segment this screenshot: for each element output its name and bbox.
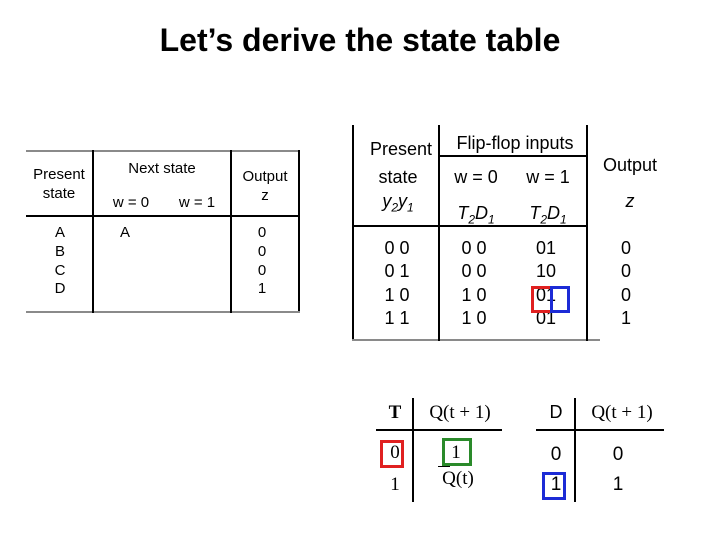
right-output-var: z <box>625 191 635 211</box>
right-w1-t-sub: 2 <box>540 212 547 227</box>
t-table-row2-t: 1 <box>390 474 400 495</box>
right-state-column: 0 0 0 1 1 0 1 1 <box>362 237 432 331</box>
left-state-c: C <box>54 261 66 279</box>
d-table-row2-q: 1 <box>612 474 624 495</box>
left-next-state-header: Next state <box>128 160 196 177</box>
d-table-row1-q: 0 <box>612 444 624 465</box>
right-table-header-line <box>354 225 586 227</box>
state-table-right: Present state y2y1 Flip-flop inputs w = … <box>352 125 672 345</box>
right-row-4-state: 1 1 <box>384 308 410 329</box>
d-table-row1-d: 0 <box>550 444 562 465</box>
right-table-left-line <box>352 125 354 341</box>
q-complement-bar <box>438 466 450 467</box>
d-table-col-line <box>574 398 576 502</box>
right-row-2-state: 0 1 <box>384 261 410 282</box>
left-table-right-line <box>298 150 300 313</box>
left-output-label: Output <box>242 168 288 185</box>
t-table-header-line <box>376 429 502 431</box>
right-w1-vars: T2D1 <box>512 203 584 227</box>
right-w0-vars: T2D1 <box>444 203 508 227</box>
left-state-d: D <box>54 280 66 298</box>
slide-title: Let’s derive the state table <box>159 22 561 58</box>
right-row-3-w0: 1 0 <box>461 284 487 305</box>
left-table-header-line <box>26 215 300 217</box>
d-table-col2-header: Q(t + 1) <box>591 402 653 423</box>
right-row-3-z: 0 <box>620 284 631 305</box>
highlight-blue-d1 <box>550 286 570 313</box>
d-flipflop-table: D Q(t + 1) 0 0 1 1 <box>536 398 664 502</box>
t-table-row2-q-text: Q(t) <box>442 468 474 489</box>
left-output-b: 0 <box>257 242 267 260</box>
right-w0-d: D <box>475 203 488 223</box>
highlight-blue-d-row <box>542 472 566 500</box>
left-state-b: B <box>54 242 65 260</box>
t-flipflop-table: T Q(t + 1) 0 1 1 Q(t) <box>376 398 502 502</box>
right-y2: y <box>382 191 392 211</box>
right-row-4-w1: 01 <box>535 308 557 329</box>
left-w1-header: w = 1 <box>178 194 216 211</box>
right-row-3-state: 1 0 <box>384 284 410 305</box>
d-table-header-line <box>536 429 664 431</box>
left-table-sep-2 <box>230 150 232 313</box>
left-output-var: z <box>261 186 269 204</box>
right-row-4-w0: 1 0 <box>461 308 487 329</box>
left-state-column: A B C D <box>40 224 80 299</box>
right-row-1-w0: 0 0 <box>461 238 487 258</box>
right-row-1-z: 0 <box>620 238 631 258</box>
t-table-col-line <box>412 398 414 502</box>
left-next-w0-a: A <box>119 224 130 241</box>
t-table-row1-q: 1 <box>451 442 461 463</box>
t-table-row1-t: 0 <box>390 442 400 463</box>
left-output-column: 0 0 0 1 <box>242 224 282 299</box>
left-next-w0-column: A <box>100 224 150 243</box>
right-w0-t: T <box>457 203 469 223</box>
right-y2-sub: 2 <box>391 200 398 215</box>
right-row-2-w1: 10 <box>535 261 557 282</box>
highlight-red-t-row <box>380 440 404 468</box>
left-output-header: Output z <box>232 168 298 206</box>
right-table-bottom-line <box>352 339 600 341</box>
t-table-col1-header: T <box>388 402 402 423</box>
right-table-flipflop-line <box>440 155 586 157</box>
right-table-sep-2 <box>586 125 588 341</box>
right-w1-d-sub: 1 <box>560 212 567 227</box>
right-row-2-w0: 0 0 <box>461 261 487 282</box>
right-w0-column: 0 0 0 0 1 0 1 0 <box>444 237 504 331</box>
left-table-sep-1 <box>92 150 94 313</box>
left-table-top-line <box>26 150 300 152</box>
right-state-vars: y2y1 <box>362 191 434 215</box>
left-output-a: 0 <box>257 224 267 241</box>
left-w0-header: w = 0 <box>112 194 150 211</box>
t-table-col2-header: Q(t + 1) <box>429 402 491 423</box>
right-present-header: Present <box>369 139 433 159</box>
right-w1-header: w = 1 <box>526 167 570 187</box>
left-table-bottom-line <box>26 311 300 313</box>
right-flipflop-header: Flip-flop inputs <box>456 133 574 153</box>
right-y1: y <box>398 191 407 211</box>
highlight-green-q-row <box>442 438 472 466</box>
right-row-1-w1: 01 <box>535 238 557 258</box>
right-output-header: Output <box>602 155 658 175</box>
right-w1-column: 01 10 01 01 <box>518 237 574 331</box>
right-row-4-z: 1 <box>620 308 631 329</box>
right-state-header: state <box>378 167 418 187</box>
left-output-c: 0 <box>257 261 267 279</box>
t-table-row2-q: Q(t) <box>426 466 490 490</box>
right-output-column: 0 0 0 1 <box>608 237 644 331</box>
right-w1-d: D <box>547 203 560 223</box>
d-table-row2-d: 1 <box>550 474 562 495</box>
left-present-state-header: Present state <box>33 166 85 202</box>
right-y1-sub: 1 <box>407 200 414 215</box>
right-row-2-z: 0 <box>620 261 631 282</box>
right-w0-d-sub: 1 <box>488 212 495 227</box>
right-w1-t: T <box>529 203 541 223</box>
d-table-col1-header: D <box>549 402 563 422</box>
right-table-sep-1 <box>438 125 440 341</box>
state-table-left: Present state Next state w = 0 w = 1 Out… <box>26 150 301 315</box>
right-row-1-state: 0 0 <box>384 238 410 258</box>
left-output-d: 1 <box>257 280 267 298</box>
right-w0-header: w = 0 <box>454 167 498 187</box>
right-w0-t-sub: 2 <box>468 212 475 227</box>
left-state-a: A <box>54 224 65 241</box>
